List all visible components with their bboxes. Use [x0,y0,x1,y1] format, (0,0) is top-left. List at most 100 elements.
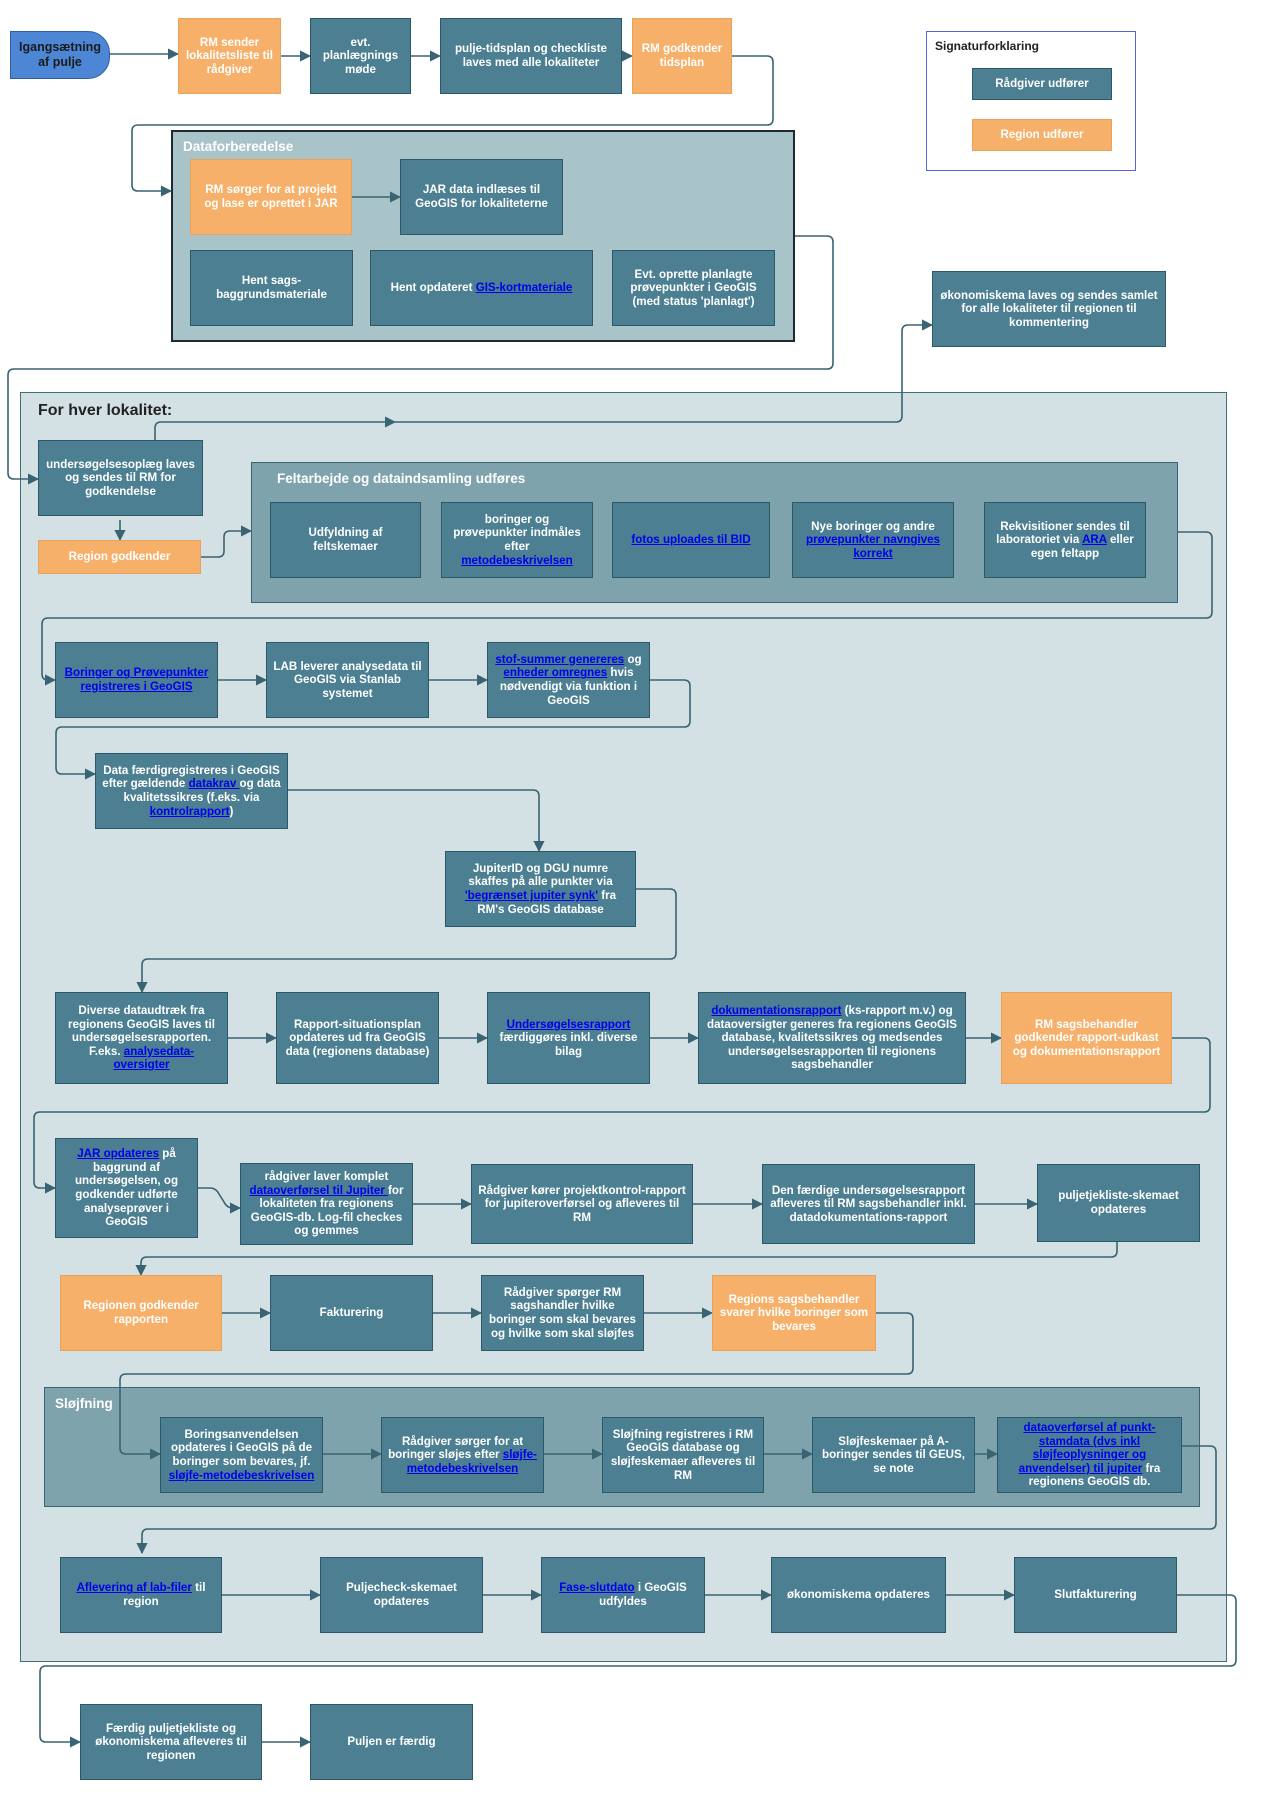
raadgiver-sloejfer-label: Rådgiver sørger for at boringer sløjes e… [388,1435,537,1476]
fase-slutdato: Fase-slutdato i GeoGIS udfyldes [541,1557,705,1633]
jupiterid-label: JupiterID og DGU numre skaffes på alle p… [452,862,629,916]
rm-sorger-jar: RM sørger for at projekt og lase er opre… [190,159,352,235]
ara-link[interactable]: ARA [1082,533,1107,547]
evt-oprette-label: Evt. oprette planlagte prøvepunkter i Ge… [630,267,757,308]
slutfakturering: Slutfakturering [1014,1557,1177,1633]
raadgiver-spoerger: Rådgiver spørger RM sagshandler hvilke b… [481,1275,644,1351]
undersoegelsesrapport-label: Undersøgelsesrapport færdiggøres inkl. d… [494,1018,643,1059]
dataoverfoersel-stamdata: dataoverførsel af punkt-stamdata (dvs in… [997,1417,1182,1493]
rm-sorger-label: RM sørger for at projekt og lase er opre… [204,183,338,210]
sloejfeskemaer-geus: Sløjfeskemaer på A-boringer sendes til G… [812,1417,975,1493]
gis-kortmateriale-link[interactable]: GIS-kortmateriale [475,281,573,295]
begraenset-jupiter-synk-link[interactable]: 'begrænset jupiter synk' [464,889,599,902]
boringer-indmaales-text: boringer og prøvepunkter indmåles efter [453,512,581,553]
legend-region-label: Region udfører [1000,128,1084,142]
metodebeskrivelsen-link[interactable]: metodebeskrivelsen [461,553,573,567]
jupiterid-text: JupiterID og DGU numre skaffes på alle p… [468,861,613,889]
rekvisitioner-label: Rekvisitioner sendes til laboratoriet vi… [991,520,1139,561]
faerdig-puljetjekliste: Færdig puljetjekliste og økonomiskema af… [80,1704,262,1780]
kontrolrapport-link[interactable]: kontrolrapport [149,804,230,818]
puljetjekliste-label: puljetjekliste-skemaet opdateres [1058,1189,1179,1216]
nye-boringer-text: Nye boringer og andre [811,519,935,533]
nye-boringer-navngives: Nye boringer og andre prøvepunkter navng… [792,502,954,578]
hent-opdateret-text: Hent opdateret [390,281,476,295]
raadgiver-dataoverfoersel-text: rådgiver laver komplet [264,1170,389,1184]
fakturering: Fakturering [270,1275,433,1351]
udfyldning-label: Udfyldning af feltskemaer [308,526,383,553]
pulje-tidsplan-label: pulje-tidsplan og checkliste laves med a… [454,42,608,69]
lab-leverer-analysedata: LAB leverer analysedata til GeoGIS via S… [266,642,429,718]
nye-boringer-label: Nye boringer og andre prøvepunkter navng… [799,520,947,561]
fase-slutdato-link[interactable]: Fase-slutdato [559,1581,635,1595]
feltarbejde-title: Feltarbejde og dataindsamling udføres [277,471,526,486]
rm-godkender-tidsplan: RM godkender tidsplan [632,18,732,94]
analysedata-oversigter-link[interactable]: analysedata-oversigter [113,1044,195,1072]
proevepunkter-navngives-link[interactable]: prøvepunkter navngives korrekt [805,533,940,560]
rekvisitioner-sendes: Rekvisitioner sendes til laboratoriet vi… [984,502,1146,578]
situationsplan-label: Rapport-situationsplan opdateres ud fra … [285,1017,430,1058]
sloejfeskemaer-label: Sløjfeskemaer på A-boringer sendes til G… [821,1434,966,1475]
jar-opdateres-label: JAR opdateres på baggrund af undersøgels… [62,1147,191,1228]
undersoegelsesrapport-link[interactable]: Undersøgelsesrapport [506,1017,631,1031]
stof-summer-link[interactable]: stof-summer genereres [495,652,625,666]
raadgiver-spoerger-label: Rådgiver spørger RM sagshandler hvilke b… [489,1285,636,1340]
fakturering-label: Fakturering [319,1306,384,1320]
raadgiver-dataoverfoersel-label: rådgiver laver komplet dataoverførsel ti… [247,1170,406,1238]
sloejfning-registreres: Sløjfning registreres i RM GeoGIS databa… [602,1417,764,1493]
rm-sender-lokalitetsliste: RM sender lokalitetsliste til rådgiver [178,18,281,94]
projektkontrol-label: Rådgiver kører projektkontrol-rapport fo… [478,1183,686,1224]
datakrav-link[interactable]: datakrav [188,777,240,791]
region-godkender-label: Region godkender [68,550,171,564]
dataoverfoersel-jupiter-link[interactable]: dataoverførsel til Jupiter [249,1183,389,1197]
udfyldning-feltskemaer: Udfyldning af feltskemaer [270,502,421,578]
aflevering-lab-filer: Aflevering af lab-filer til region [60,1557,222,1633]
jar-data-label: JAR data indlæses til GeoGIS for lokalit… [415,183,548,210]
raadgiver-sloejfer: Rådgiver sørger for at boringer sløjes e… [381,1417,544,1493]
planlaegnings-moede: evt. planlægnings møde [310,18,411,94]
legend-title: Signaturforklaring [935,39,1040,53]
sloejfning-registreres-label: Sløjfning registreres i RM GeoGIS databa… [610,1427,756,1482]
legend-region-swatch: Region udfører [972,119,1112,151]
faerdig-undersoegelsesrapport-label: Den færdige undersøgelsesrapport aflever… [770,1183,967,1224]
okonomiskema-opdateres-label: økonomiskema opdateres [786,1588,931,1602]
rm-sagsbehandler-godkender: RM sagsbehandler godkender rapport-udkas… [1001,992,1172,1084]
rm-sagsbehandler-label: RM sagsbehandler godkender rapport-udkas… [1012,1017,1161,1058]
start-label: Igangsætning af pulje [19,40,101,69]
regions-sagsbehandler-svarer: Regions sagsbehandler svarer hvilke bori… [712,1275,876,1351]
boringer-registreres-link[interactable]: Boringer og Prøvepunkter registreres i G… [64,666,209,693]
aflevering-lab-filer-link[interactable]: Aflevering af lab-filer [76,1581,192,1595]
lab-leverer-label: LAB leverer analysedata til GeoGIS via S… [273,659,422,700]
dokumentationsrapport-label: dokumentationsrapport (ks-rapport m.v.) … [705,1004,959,1072]
enheder-omregnes-link[interactable]: enheder omregnes [503,666,608,680]
rm-godkender-label: RM godkender tidsplan [641,42,723,69]
dokumentationsrapport: dokumentationsrapport (ks-rapport m.v.) … [698,992,966,1084]
puljecheck-label: Puljecheck-skemaet opdateres [346,1581,457,1608]
regionen-godkender-rapporten: Regionen godkender rapporten [60,1275,222,1351]
jar-opdateres-link[interactable]: JAR opdateres [77,1147,160,1161]
stof-summer-mid: og [624,652,642,666]
dataoverfoersel-stamdata-link[interactable]: dataoverførsel af punkt-stamdata (dvs in… [1018,1421,1156,1475]
regionen-godkender-label: Regionen godkender rapporten [83,1299,199,1326]
boringer-registreres: Boringer og Prøvepunkter registreres i G… [55,642,218,718]
diverse-label: Diverse dataudtræk fra regionens GeoGIS … [62,1004,221,1072]
stof-summer-label: stof-summer genereres og enheder omregne… [494,653,643,707]
data-faerdig-mid: og data kvalitetssikres (f.eks. via [123,777,281,804]
boringsanvendelsen-opdateres: Boringsanvendelsen opdateres i GeoGIS på… [160,1417,323,1493]
slutfakturering-label: Slutfakturering [1054,1588,1137,1602]
planlaegnings-label: evt. planlægnings møde [322,35,399,76]
puljen-er-faerdig: Puljen er færdig [310,1704,473,1780]
dataforberedelse-title: Dataforberedelse [183,139,294,154]
hent-sags-baggrund: Hent sags-baggrundsmateriale [190,250,353,326]
sloejfe-metodebeskrivelsen-link-1[interactable]: sløjfe-metodebeskrivelsen [168,1468,315,1482]
jar-opdateres: JAR opdateres på baggrund af undersøgels… [55,1138,198,1238]
undersoegelsesrapport: Undersøgelsesrapport færdiggøres inkl. d… [487,992,650,1084]
fotos-uploades-link[interactable]: fotos uploades til BID [631,533,751,547]
faerdig-puljetjekliste-label: Færdig puljetjekliste og økonomiskema af… [95,1721,247,1762]
dokumentationsrapport-link[interactable]: dokumentationsrapport [711,1004,842,1018]
data-faerdig-post: ) [229,804,234,818]
faerdig-undersoegelsesrapport: Den færdige undersøgelsesrapport aflever… [762,1164,975,1244]
slojfning-title: Sløjfning [55,1396,113,1411]
rapport-situationsplan: Rapport-situationsplan opdateres ud fra … [276,992,439,1084]
jar-data-indlaeses: JAR data indlæses til GeoGIS for lokalit… [400,159,563,235]
fase-slutdato-label: Fase-slutdato i GeoGIS udfyldes [548,1581,698,1608]
